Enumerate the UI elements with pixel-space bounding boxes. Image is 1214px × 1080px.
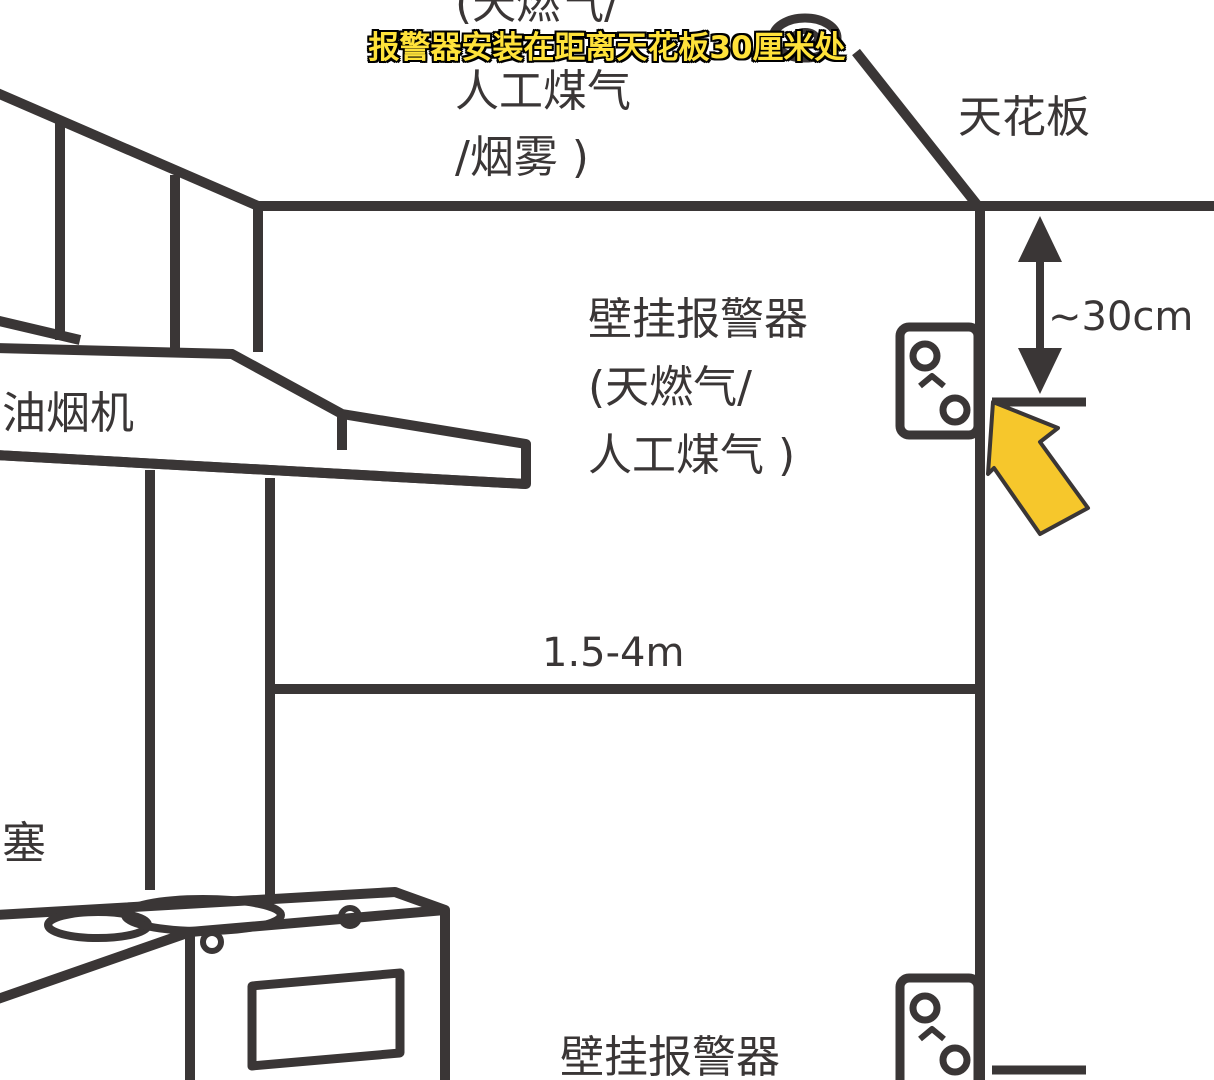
- pointer-arrow: [986, 400, 1090, 536]
- ceiling-label: 天花板: [958, 92, 1090, 143]
- stove-cabinet: [0, 887, 450, 1080]
- ceiling-leader-line: [852, 48, 982, 210]
- alarm-label-line2: (天燃气/: [588, 362, 752, 413]
- alarm-device: [895, 322, 983, 440]
- up-down-dimension-arrow: [1018, 216, 1062, 394]
- range-hood-label: 抽油烟机: [0, 388, 134, 439]
- top-partial-label-line1: (天燃气/: [455, 0, 619, 29]
- bottom-alarm-label: 壁挂报警器: [560, 1032, 780, 1080]
- alarm-device-bottom: [895, 973, 1086, 1080]
- plug-partial-label: 塞: [2, 818, 46, 869]
- top-partial-label-line2: 人工煤气: [455, 66, 631, 117]
- distance-label: ~30cm: [1048, 294, 1193, 340]
- ceiling-detector: [768, 13, 842, 63]
- range-hood-chimney: [0, 88, 263, 352]
- top-partial-label-line3: /烟雾 ): [455, 132, 589, 183]
- alarm-label-line3: 人工煤气 ): [588, 430, 795, 481]
- video-subtitle: 报警器安装在距离天花板30厘米处: [368, 30, 846, 66]
- hood-support-pillar: [145, 470, 275, 896]
- range-hood-body: [0, 343, 531, 489]
- height-range-label: 1.5-4m: [542, 630, 684, 676]
- alarm-label-line1: 壁挂报警器: [588, 294, 808, 345]
